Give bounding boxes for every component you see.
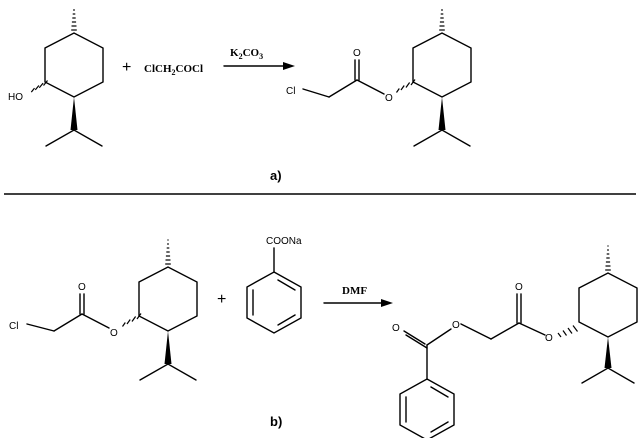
benzoyl-oxygen-label: O [392, 323, 400, 334]
cyclohexane-ring [412, 32, 472, 98]
chlorine-label: Cl [9, 321, 18, 332]
c-cl-bond [302, 88, 330, 98]
reaction-arrow-b [323, 299, 393, 307]
hashed-bond-methyl [165, 239, 171, 265]
aromatic-double-bond [277, 314, 296, 326]
condition-dmf: DMF [342, 285, 367, 297]
panel-b-label: b) [270, 414, 282, 429]
c-cl-bond [26, 323, 55, 332]
menthyl-chloroacetate-structure: O O Cl [286, 9, 472, 147]
isopropyl-group [45, 129, 103, 147]
hashed-bond-ester-oxygen [557, 325, 578, 338]
hydroxyl-label: HO [8, 92, 23, 103]
oxygen-ch2-bond [460, 323, 492, 340]
carbonyl-oxygen-label: O [353, 48, 361, 59]
isopropyl-group [413, 129, 471, 147]
condition-potassium-carbonate: K2CO3 [230, 47, 263, 61]
aromatic-double-bond [430, 421, 449, 433]
ester-bond [81, 313, 110, 329]
menthyl-chloroacetate-structure: O O Cl [9, 239, 198, 381]
sodium-benzoate-structure: COONa [246, 236, 302, 334]
carboxylate-label: COONa [266, 236, 302, 247]
chlorine-label: Cl [286, 86, 295, 97]
hashed-bond-methyl [439, 9, 445, 31]
hashed-bond-methyl [71, 9, 77, 31]
reaction-arrow-a [223, 62, 295, 70]
cyclohexane-ring [578, 272, 638, 338]
hashed-bond-hydroxyl [30, 80, 48, 93]
plus-sign: + [217, 291, 226, 308]
panel-a: HO + ClCH2COCl K2CO3 [8, 9, 472, 183]
isopropyl-group [139, 363, 197, 381]
carbonyl-oxygen-label: O [78, 282, 86, 293]
ch2-bond [328, 79, 358, 98]
panel-a-label: a) [270, 168, 282, 183]
ester-oxygen-label: O [110, 328, 118, 339]
cyclohexane-ring [44, 32, 104, 98]
acyl-oxygen-bond [426, 328, 452, 346]
hashed-bond-ester-oxygen [122, 313, 142, 327]
benzene-ring [399, 378, 455, 438]
hashed-bond-methyl [605, 245, 611, 271]
aromatic-double-bond [277, 279, 296, 291]
hashed-bond-ester-oxygen [396, 79, 416, 93]
isopropyl-group [581, 367, 635, 384]
benzoyl-carbonyl-double-bond-2 [405, 334, 428, 349]
menthol-structure: HO [8, 9, 104, 147]
ch2-carbonyl-bond [490, 322, 520, 340]
benzene-ring [246, 271, 302, 334]
wedge-bond-isopropyl [604, 337, 612, 368]
benzoyl-carbonyl-double-bond-1 [403, 330, 426, 345]
ether-oxygen-label: O [452, 320, 460, 331]
ch2-bond [53, 313, 83, 332]
ester-bond [518, 322, 546, 336]
ester-bond [356, 79, 385, 95]
cyclohexane-ring [138, 266, 198, 332]
wedge-bond-isopropyl [164, 331, 172, 364]
ester-oxygen-label: O [385, 93, 393, 104]
ester-oxygen-label: O [545, 333, 553, 344]
plus-sign: + [122, 59, 131, 76]
menthyl-benzoyloxyacetate-structure: O O O O [392, 245, 638, 438]
panel-b: O O Cl + COONa DMF [9, 236, 638, 438]
wedge-bond-isopropyl [70, 97, 78, 130]
wedge-bond-isopropyl [438, 97, 446, 130]
aromatic-double-bond [430, 386, 449, 398]
reagent-chloroacetyl-chloride: ClCH2COCl [144, 63, 203, 77]
carbonyl-oxygen-label: O [515, 282, 523, 293]
